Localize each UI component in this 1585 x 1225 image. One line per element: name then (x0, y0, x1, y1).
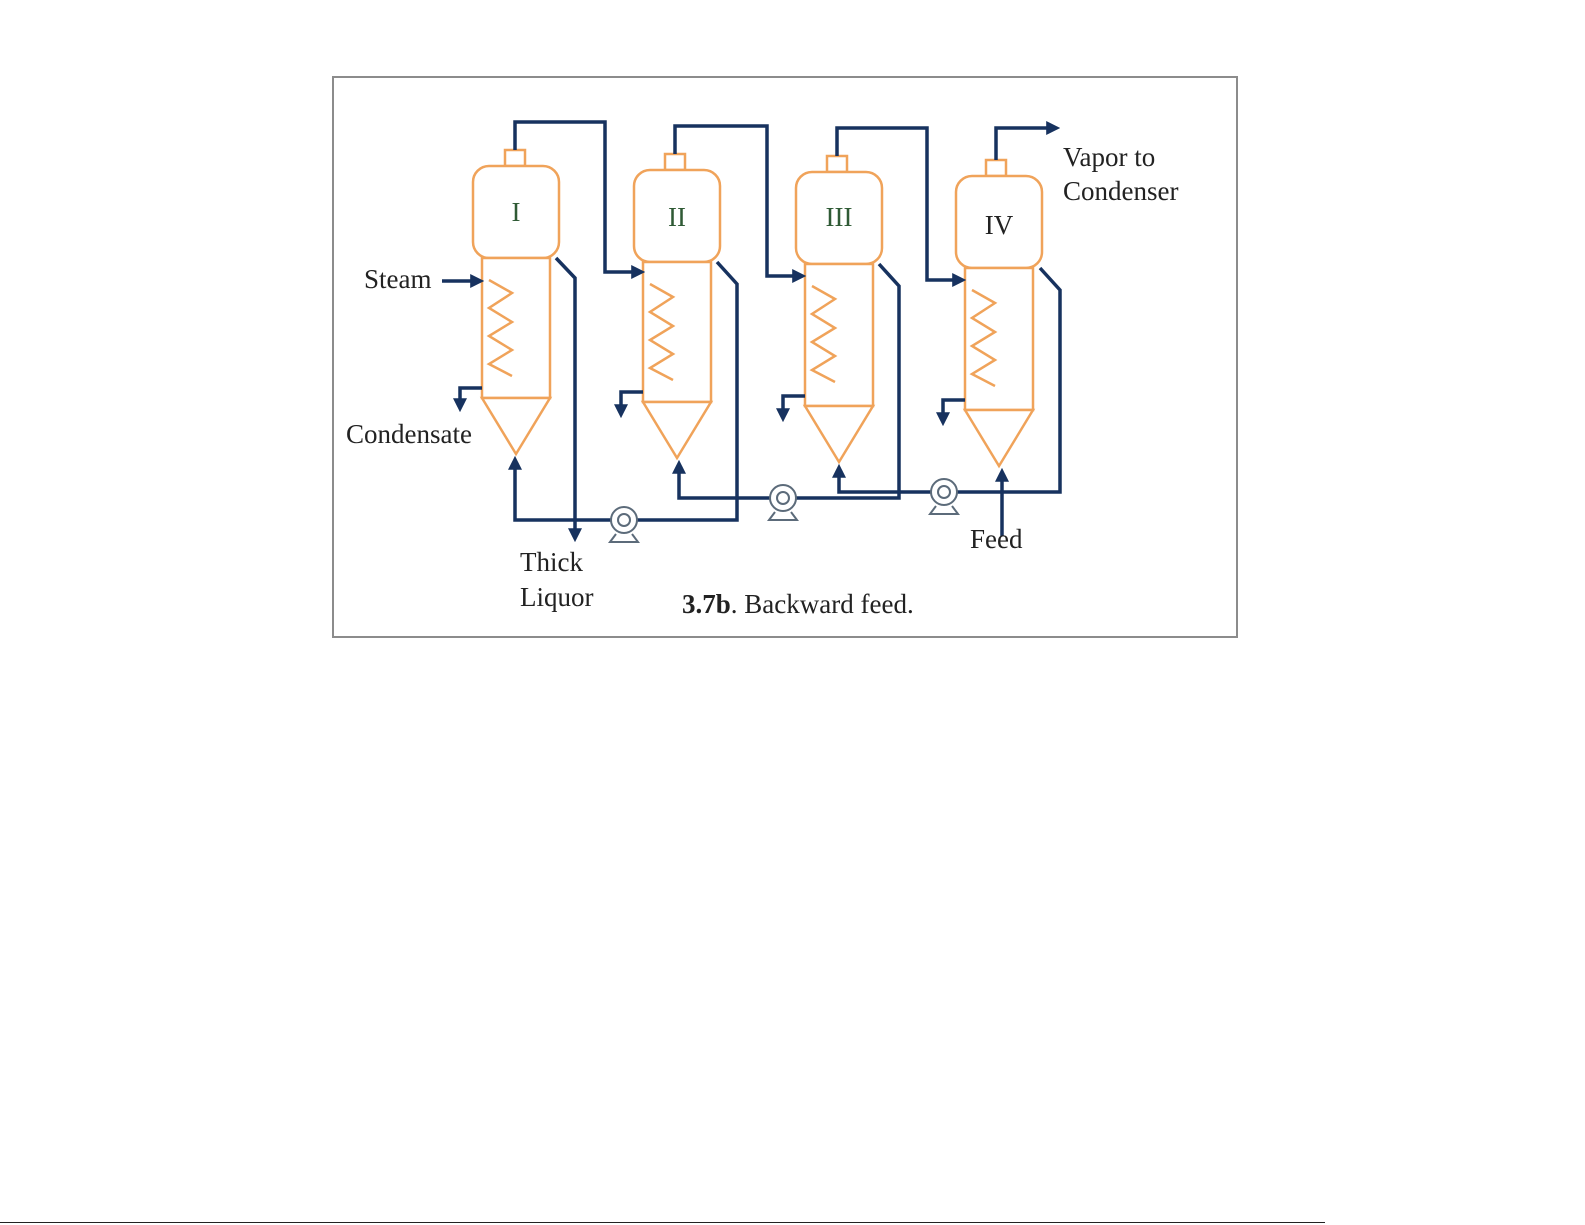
feed-label: Feed (970, 524, 1023, 554)
pump-3-impeller (938, 486, 950, 498)
evaporator-4-nozzle (986, 160, 1006, 176)
pump-1-impeller (618, 514, 630, 526)
evaporator-4-cone (965, 410, 1033, 466)
vapor-to-condenser-label-line2: Condenser (1063, 176, 1178, 206)
pump-1-base (610, 534, 638, 542)
evaporator-3: III (796, 156, 882, 462)
condensate-outlet-4 (943, 400, 965, 422)
backward-feed-diagram: I II III IV (334, 78, 1240, 640)
figure-caption-number: 3.7b (682, 589, 731, 619)
evaporator-4-heating-section (965, 268, 1033, 410)
condensate-outlet-3 (783, 396, 805, 418)
evaporator-4: IV (956, 160, 1042, 466)
evaporator-2-heating-section (643, 262, 711, 402)
evaporator-3-label: III (826, 202, 853, 232)
evaporator-1-nozzle (505, 150, 525, 166)
thick-liquor-outlet-line (556, 258, 575, 538)
vapor-to-condenser-label-line1: Vapor to (1063, 142, 1155, 172)
evaporator-1: I (473, 150, 559, 454)
page-bottom-rule (0, 1222, 1325, 1223)
condensate-outlet-1 (460, 388, 482, 408)
evaporator-2-nozzle (665, 154, 685, 170)
condensate-label: Condensate (346, 419, 472, 449)
steam-label: Steam (364, 264, 432, 294)
pump-2-base (769, 512, 797, 520)
thick-liquor-label-line1: Thick (520, 547, 583, 577)
evaporator-3-cone (805, 406, 873, 462)
pump-3 (930, 479, 958, 514)
pump-1 (610, 507, 638, 542)
evaporator-1-label: I (512, 197, 521, 227)
condensate-outlet-2 (621, 392, 643, 414)
evaporator-3-heating-section (805, 264, 873, 406)
vapor-to-condenser-line (996, 128, 1056, 160)
pump-3-base (930, 506, 958, 514)
evaporator-2: II (634, 154, 720, 458)
pump-2 (769, 485, 797, 520)
evaporator-2-cone (643, 402, 711, 458)
figure-caption: 3.7b. Backward feed. (682, 589, 914, 619)
figure-caption-text: . Backward feed. (731, 589, 914, 619)
evaporator-4-label: IV (985, 210, 1014, 240)
evaporator-1-heating-section (482, 258, 550, 398)
evaporator-1-cone (482, 398, 550, 454)
figure-frame: I II III IV (332, 76, 1238, 638)
evaporator-3-nozzle (827, 156, 847, 172)
pump-2-impeller (777, 492, 789, 504)
thick-liquor-label-line2: Liquor (520, 582, 594, 612)
evaporator-2-label: II (668, 202, 686, 232)
